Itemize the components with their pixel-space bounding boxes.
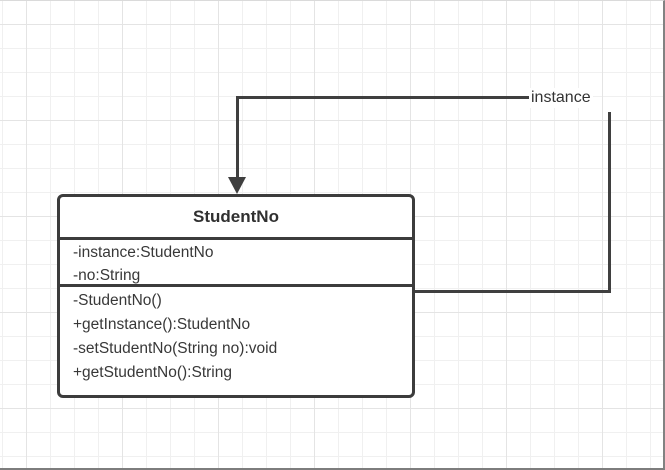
association-line-left-vertical[interactable] <box>236 96 239 179</box>
attributes-section: -instance:StudentNo -no:String <box>60 240 412 287</box>
attribute-row: -no:String <box>73 267 141 284</box>
arrowhead-down-icon <box>228 177 246 194</box>
attribute-row: -instance:StudentNo <box>73 244 214 261</box>
association-label[interactable]: instance <box>529 88 593 108</box>
methods-section: -StudentNo() +getInstance():StudentNo -s… <box>60 287 412 385</box>
method-row: -setStudentNo(String no):void <box>73 340 278 357</box>
method-row: -StudentNo() <box>73 292 162 309</box>
association-line-top-horizontal[interactable] <box>236 96 532 99</box>
method-row: +getStudentNo():String <box>73 364 232 381</box>
association-line-bottom-horizontal[interactable] <box>412 290 611 293</box>
association-line-right-vertical[interactable] <box>608 112 611 293</box>
class-name-title: StudentNo <box>60 197 412 240</box>
uml-class-box-studentno[interactable]: StudentNo -instance:StudentNo -no:String… <box>57 194 415 398</box>
method-row: +getInstance():StudentNo <box>73 316 251 333</box>
